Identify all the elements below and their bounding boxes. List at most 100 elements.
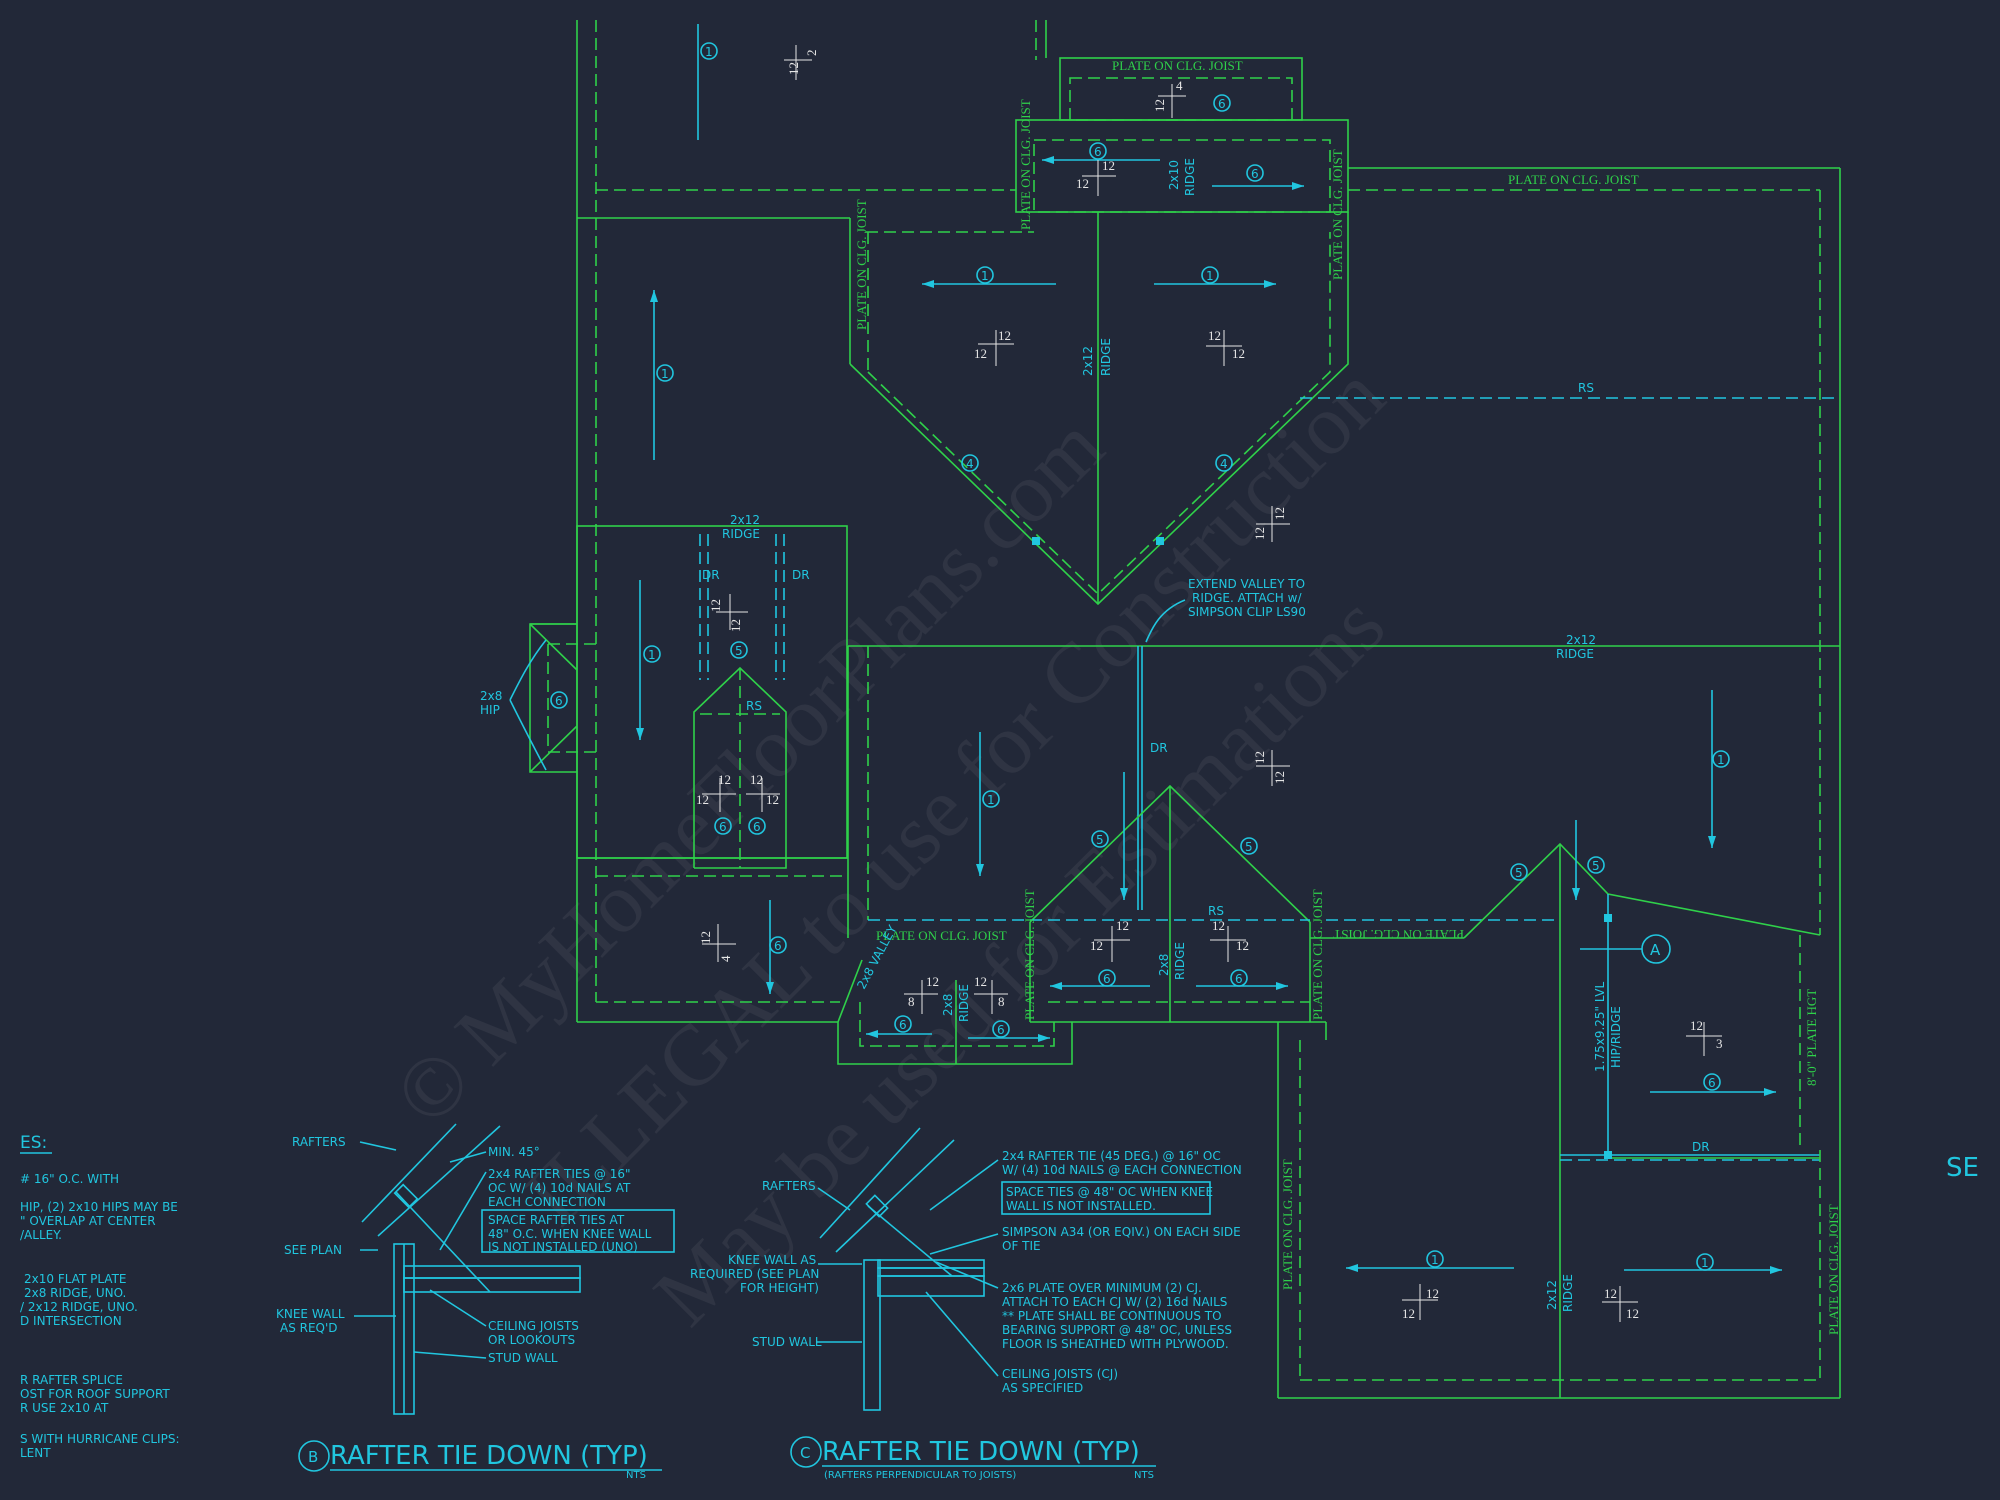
plate-labels: PLATE ON CLG. JOIST PLATE ON CLG. JOIST … (854, 58, 1841, 1335)
svg-text:1: 1 (1701, 1256, 1709, 1270)
lvl-label: 1.75x9.25" LVL (1593, 982, 1607, 1072)
ridge-size: 2x8 (1157, 954, 1171, 976)
svg-text:6: 6 (555, 694, 563, 708)
svg-text:1: 1 (1431, 1253, 1439, 1267)
plate-label: PLATE ON CLG. JOIST (876, 928, 1007, 943)
rafter-tag: 6 (769, 936, 787, 954)
svg-text:12: 12 (750, 772, 763, 787)
svg-text:6: 6 (1251, 167, 1259, 181)
plate-label: PLATE ON CLG. JOIST (1018, 99, 1033, 230)
svg-text:5: 5 (735, 644, 743, 658)
ridge-labels: 2x12 RIDGE 2x12 RIDGE 2x12 RIDGE 2x10 RI… (480, 158, 1979, 1312)
detail-c-plate: ** PLATE SHALL BE CONTINUOUS TO (1002, 1309, 1222, 1323)
svg-text:6: 6 (899, 1018, 907, 1032)
detail-b-letter: B (308, 1448, 318, 1466)
rafter-tag: 1 (700, 42, 718, 60)
detail-c: RAFTERS KNEE WALL AS REQUIRED (SEE PLAN … (690, 1127, 1242, 1481)
watermark-line-2: ILLEGAL to use for Construction (506, 347, 1403, 1244)
detail-b-space: IS NOT INSTALLED (UNO) (488, 1240, 638, 1254)
detail-c-knee: FOR HEIGHT) (740, 1281, 819, 1295)
note-line: / 2x12 RIDGE, UNO. (20, 1300, 138, 1314)
hip-label: HIP (480, 703, 500, 717)
svg-text:6: 6 (1218, 97, 1226, 111)
hip-size: 2x8 (480, 689, 502, 703)
svg-text:12: 12 (1690, 1018, 1703, 1033)
note-line: R RAFTER SPLICE (20, 1373, 123, 1387)
note-line: S WITH HURRICANE CLIPS: (20, 1432, 180, 1446)
detail-c-rafters: RAFTERS (762, 1179, 816, 1193)
extend-valley-note: RIDGE. ATTACH w/ (1192, 591, 1302, 605)
svg-text:6: 6 (1235, 972, 1243, 986)
svg-text:12: 12 (1604, 1286, 1617, 1301)
svg-text:8: 8 (998, 994, 1005, 1009)
rafter-tag: 6 (1098, 969, 1116, 987)
svg-text:1: 1 (1717, 753, 1725, 767)
rafter-tag: 5 (730, 641, 748, 659)
detail-c-space: SPACE TIES @ 48" OC WHEN KNEE (1006, 1185, 1213, 1199)
svg-text:6: 6 (1708, 1076, 1716, 1090)
rafter-tag: 1 (1696, 1253, 1714, 1271)
section-marker-a-label: A (1650, 941, 1661, 959)
note-line: LENT (20, 1446, 51, 1460)
rafter-tag: 6 (1230, 969, 1248, 987)
detail-b-rafters: RAFTERS (292, 1135, 346, 1149)
detail-b-knee: AS REQ'D (280, 1321, 338, 1335)
rafter-tag: 5 (1587, 856, 1605, 874)
plate-label: PLATE ON CLG. JOIST (1508, 172, 1639, 187)
svg-text:5: 5 (1592, 859, 1600, 873)
svg-text:12: 12 (1232, 346, 1245, 361)
rafter-tag: 1 (1426, 1250, 1444, 1268)
detail-b-scale: NTS (626, 1470, 646, 1481)
svg-text:12: 12 (1208, 328, 1221, 343)
detail-c-letter: C (800, 1444, 810, 1462)
svg-text:4: 4 (718, 955, 733, 962)
detail-b-space-note-box (481, 1209, 675, 1253)
detail-b-space: SPACE RAFTER TIES AT (488, 1213, 625, 1227)
detail-b-marker (298, 1440, 330, 1472)
detail-c-simpson: OF TIE (1002, 1239, 1041, 1253)
plate-label: PLATE ON CLG. JOIST (1310, 889, 1325, 1020)
ridge-size: 2x12 (1566, 633, 1596, 647)
section-title-partial: SE (1946, 1153, 1979, 1183)
svg-text:1: 1 (705, 45, 713, 59)
ridge-label: RIDGE (957, 984, 971, 1022)
rs-label: RS (746, 699, 762, 713)
note-line: 2x10 FLAT PLATE (24, 1272, 127, 1286)
svg-text:12: 12 (1626, 1306, 1639, 1321)
svg-text:12: 12 (766, 792, 779, 807)
pitch-symbol: 12 12 (1206, 328, 1245, 366)
detail-b-stud: STUD WALL (488, 1351, 558, 1365)
note-line: HIP, (2) 2x10 HIPS MAY BE (20, 1200, 178, 1214)
rafter-tag: 1 (982, 790, 1000, 808)
rafter-tag: 6 (894, 1015, 912, 1033)
ridge-size: 2x10 (1167, 160, 1181, 190)
pitch-symbol: 124 (698, 924, 736, 962)
rafter-tag: 6 (714, 817, 732, 835)
detail-b-see-plan: SEE PLAN (284, 1243, 342, 1257)
svg-text:5: 5 (1096, 833, 1104, 847)
svg-text:5: 5 (1245, 840, 1253, 854)
plate-label: PLATE ON CLG. JOIST (1826, 1204, 1841, 1335)
detail-c-ceiling: CEILING JOISTS (CJ) (1002, 1367, 1118, 1381)
svg-text:12: 12 (728, 619, 743, 632)
ridge-size: 2x12 (1545, 1280, 1559, 1310)
ridge-label: RIDGE (1183, 158, 1197, 196)
pitch-symbol: 122 (784, 45, 819, 80)
svg-text:1: 1 (1206, 269, 1214, 283)
svg-text:12: 12 (1272, 771, 1287, 784)
notes-heading: ES: (20, 1133, 47, 1153)
detail-c-ceiling: AS SPECIFIED (1002, 1381, 1083, 1395)
dr-label: DR (702, 568, 720, 582)
rafter-tag: 1 (1712, 750, 1730, 768)
svg-text:12: 12 (998, 328, 1011, 343)
ridge-label: RIDGE (722, 527, 760, 541)
rafter-tag: 6 (1703, 1073, 1721, 1091)
svg-text:1: 1 (648, 648, 656, 662)
ridge-size: 2x8 (941, 994, 955, 1016)
dr-label: DR (1692, 1140, 1710, 1154)
note-line: 2x8 RIDGE, UNO. (24, 1286, 126, 1300)
svg-text:1: 1 (981, 269, 989, 283)
